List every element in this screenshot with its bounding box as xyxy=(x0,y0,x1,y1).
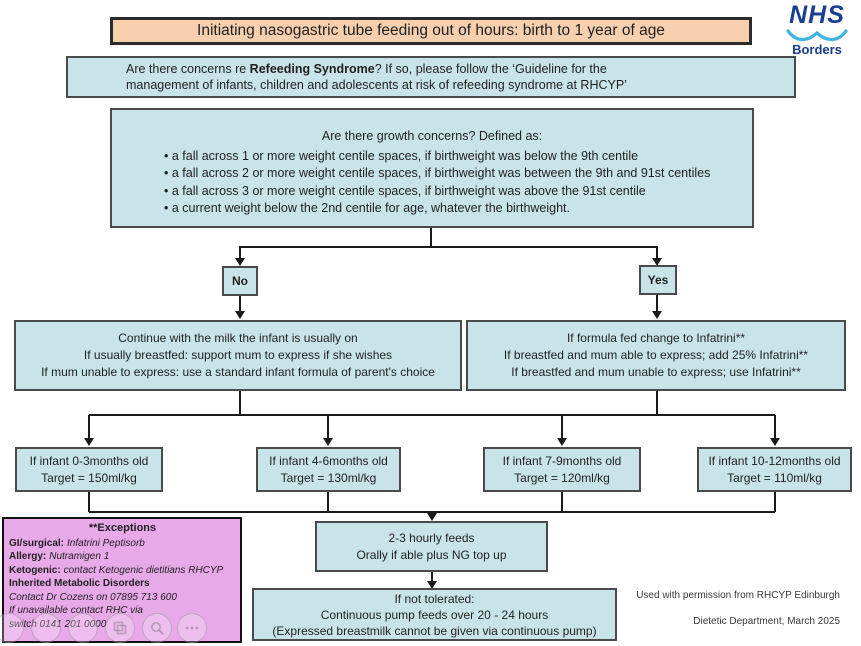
infatrini-line: If breastfed and mum able to express; ad… xyxy=(503,348,809,362)
exceptions-title: **Exceptions xyxy=(88,522,157,534)
target-age: If infant 0-3months old xyxy=(29,453,149,468)
continue-line: If mum unable to express: use a standard… xyxy=(41,365,435,379)
not-tolerated-box: If not tolerated: Continuous pump feeds … xyxy=(252,588,617,641)
continue-usual-milk-box: Continue with the milk the infant is usu… xyxy=(14,320,462,391)
target-age: If infant 4-6months old xyxy=(269,453,388,468)
exception-row: Allergy:Nutramigen 1 xyxy=(9,551,110,562)
not-tolerated-line: Continuous pump feeds over 20 - 24 hours xyxy=(320,607,549,622)
growth-heading: Are there growth concerns? Defined as: xyxy=(321,129,543,143)
continue-line: Continue with the milk the infant is usu… xyxy=(118,331,358,345)
target-volume: Target = 120ml/kg xyxy=(514,470,610,485)
target-box-4-6-months: If infant 4-6months old Target = 130ml/k… xyxy=(256,447,401,492)
overlay-toolbar-button[interactable] xyxy=(0,613,24,643)
growth-bullet: • a fall across 3 or more weight centile… xyxy=(164,183,646,198)
growth-concerns-box: Are there growth concerns? Defined as: •… xyxy=(110,108,754,228)
target-age: If infant 10-12months old xyxy=(708,453,841,468)
search-button[interactable] xyxy=(142,613,172,643)
nhs-borders-logo: NHS Borders xyxy=(779,3,855,57)
growth-bullet: • a fall across 1 or more weight centile… xyxy=(164,148,639,163)
decision-no-label: No xyxy=(232,273,248,288)
target-volume: Target = 110ml/kg xyxy=(727,470,822,485)
decision-no-box: No xyxy=(222,266,258,296)
target-box-7-9-months: If infant 7-9months old Target = 120ml/k… xyxy=(483,447,641,492)
more-icon xyxy=(185,626,199,630)
exceptions-contact-line: If unavailable contact RHC via xyxy=(9,605,143,616)
refeeding-line-1: Are there concerns re Refeeding Syndrome… xyxy=(126,61,607,76)
continue-line: If usually breastfed: support mum to exp… xyxy=(83,348,393,362)
hourly-feeds-box: 2-3 hourly feeds Orally if able plus NG … xyxy=(315,521,548,572)
page-title: Initiating nasogastric tube feeding out … xyxy=(197,22,665,39)
not-tolerated-line: (Expressed breastmilk cannot be given vi… xyxy=(272,623,597,638)
target-volume: Target = 130ml/kg xyxy=(280,470,377,485)
nhs-wave-icon xyxy=(786,29,848,42)
growth-bullet: • a fall across 2 or more weight centile… xyxy=(164,166,711,180)
infatrini-line: If formula fed change to Infatrini** xyxy=(566,331,746,345)
refeeding-syndrome-box: Are there concerns re Refeeding Syndrome… xyxy=(66,56,796,98)
nhs-logo-text: NHS xyxy=(789,1,845,29)
decision-yes-label: Yes xyxy=(647,272,669,287)
overlay-toolbar-button[interactable] xyxy=(68,613,98,643)
footer-credits: Used with permission from RHCYP Edinburg… xyxy=(580,590,840,627)
infatrini-box: If formula fed change to Infatrini** If … xyxy=(466,320,846,391)
department-date-note: Dietetic Department, March 2025 xyxy=(693,616,840,627)
decision-yes-box: Yes xyxy=(639,265,677,295)
exception-row: Ketogenic:contact Ketogenic dietitians R… xyxy=(9,564,224,576)
exception-row: GI/surgical:Infatrini Peptisorb xyxy=(9,537,145,549)
copy-icon xyxy=(113,621,127,635)
permission-note: Used with permission from RHCYP Edinburg… xyxy=(636,590,840,601)
nhs-region-text: Borders xyxy=(792,42,842,57)
exception-row: Inherited Metabolic Disorders xyxy=(9,578,150,589)
target-volume: Target = 150ml/kg xyxy=(41,470,137,485)
search-icon xyxy=(150,621,164,635)
target-box-10-12-months: If infant 10-12months old Target = 110ml… xyxy=(697,447,852,492)
not-tolerated-line: If not tolerated: xyxy=(394,591,475,606)
infatrini-line: If breastfed and mum unable to express; … xyxy=(511,365,801,379)
growth-bullet: • a current weight below the 2nd centile… xyxy=(164,201,570,215)
refeeding-line-2: management of infants, children and adol… xyxy=(126,78,627,92)
target-age: If infant 7-9months old xyxy=(502,453,622,468)
target-box-0-3-months: If infant 0-3months old Target = 150ml/k… xyxy=(15,447,163,492)
feeds-line: Orally if able plus NG top up xyxy=(356,547,507,562)
refeeding-bold-term: Refeeding Syndrome xyxy=(249,61,375,76)
exceptions-contact-line: Contact Dr Cozens on 07895 713 600 xyxy=(9,591,177,603)
overlay-toolbar-button[interactable] xyxy=(31,613,61,643)
copy-button[interactable] xyxy=(105,613,135,643)
feeds-line: 2-3 hourly feeds xyxy=(388,530,475,545)
page-title-box: Initiating nasogastric tube feeding out … xyxy=(110,17,752,45)
more-button[interactable] xyxy=(177,613,207,643)
